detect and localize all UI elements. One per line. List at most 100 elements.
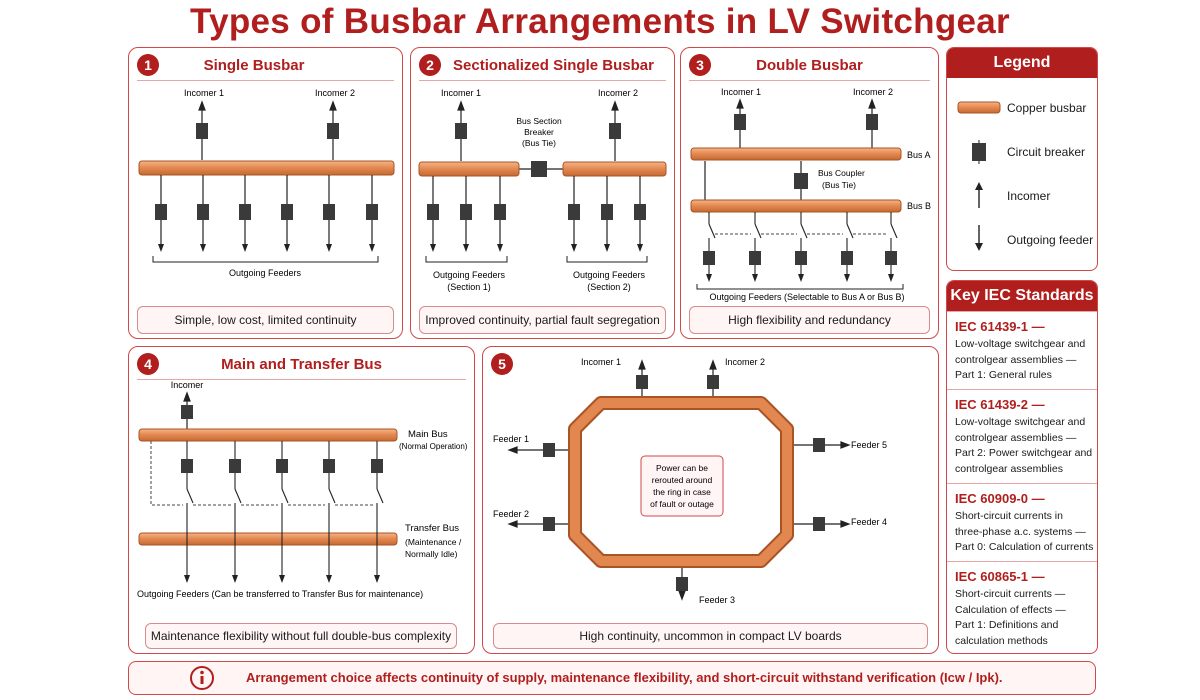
legend-label-feeder: Outgoing feeder [1007,233,1094,247]
reroute-note-box [640,455,724,517]
incomer-breaker-1 [455,123,467,139]
panel-divider [137,80,394,81]
feeder-breaker-2 [543,517,555,531]
copper-busbar-b [690,199,902,213]
label-transfer-bus: Transfer Bus [405,523,459,534]
label-normally-idle: Normally Idle) [405,549,458,559]
arrow-up-icon [975,182,983,208]
standard-line: Part 0: Calculation of currents [955,541,1094,553]
legend-title: Legend [947,48,1097,78]
panel-divider [419,80,666,81]
feeder-bracket [152,256,379,263]
copper-busbar-section-2 [562,161,667,177]
standard-line: Low-voltage switchgear and [955,338,1086,350]
label-feeders-section-1: Outgoing Feeders [433,270,506,280]
iec-standards: Key IEC Standards IEC 61439-1 — Low-volt… [946,280,1098,654]
panel-number: 1 [137,54,159,76]
panel-number: 5 [491,353,513,375]
arrow-down-icon [975,225,983,251]
standard-item: IEC 60865-1 — Short-circuit currents — C… [947,561,1097,649]
standard-item: IEC 60909-0 — Short-circuit currents in … [947,483,1097,556]
standard-line: Part 1: Definitions and [955,619,1059,631]
double-busbar-diagram: Incomer 1 Incomer 2 Bus A Bus Coupler (B… [690,87,931,302]
feeder-breaker-3 [676,577,688,591]
standard-line: Low-voltage switchgear and [955,416,1086,428]
label-selectable-feeders: Outgoing Feeders (Selectable to Bus A or… [709,292,904,302]
info-icon [190,666,214,690]
standard-code: IEC 60865-1 — [955,569,1045,584]
standard-item: IEC 61439-2 — Low-voltage switchgear and… [947,389,1097,477]
panel-caption: Simple, low cost, limited continuity [137,306,394,334]
label-incomer-2: Incomer 2 [853,87,893,97]
bus-coupler-breaker [794,173,808,189]
standard-line: three-phase a.c. systems — [955,525,1086,538]
standard-line: Part 2: Power switchgear and [955,447,1093,459]
incomer-breaker [181,405,193,419]
footer-banner: Arrangement choice affects continuity of… [128,661,1096,695]
panel-number: 3 [689,54,711,76]
feeder-breaker-4 [813,517,825,531]
label-bus-tie: (Bus Tie) [522,138,556,148]
standard-code: IEC 61439-1 — [955,319,1045,334]
incomer-breaker-1 [734,114,746,130]
label-incomer-1: Incomer 1 [441,88,481,98]
standard-line: calculation methods [955,634,1048,647]
feeder-breakers [155,204,378,220]
label-normal-operation: (Normal Operation) [399,442,468,451]
label-maintenance: (Maintenance / [405,537,462,547]
label-incomer-1: Incomer 1 [721,87,761,97]
label-incomer-1: Incomer 1 [184,88,224,98]
panel-caption: High continuity, uncommon in compact LV … [493,623,928,649]
standard-line: Short-circuit currents in [955,510,1063,522]
incomer-breaker-2 [707,375,719,389]
standard-line: controlgear assemblies — [955,353,1077,366]
panel-single-busbar: 1 Single Busbar Incomer 1 Incomer 2 Outg… [128,47,403,339]
panel-caption: Improved continuity, partial fault segre… [419,306,666,334]
label-outgoing-feeders: Outgoing Feeders [229,268,302,278]
incomer-breaker-2 [609,123,621,139]
circuit-breaker-icon [972,140,986,164]
legend: Legend Copper busbar Circuit breaker Inc… [946,47,1098,271]
panel-divider [137,379,466,380]
bus-tie-breaker [531,161,547,177]
panel-caption: Maintenance flexibility without full dou… [145,623,457,649]
label-feeder-2: Feeder 2 [493,509,529,519]
panel-title: Sectionalized Single Busbar [453,57,654,74]
sectionalized-busbar-diagram: Incomer 1 Incomer 2 Bus Section Breaker … [418,88,667,292]
label-bus-b: Bus B [907,201,931,211]
label-incomer-1: Incomer 1 [581,357,621,367]
label-incomer-2: Incomer 2 [598,88,638,98]
incomer-lines [198,100,337,160]
label-incomer: Incomer [171,380,204,390]
copper-busbar-icon [957,101,1001,114]
note-line: Power can be [656,463,708,473]
panel-ring-bus: 5 Incomer 1 Incomer 2 Feeder 1 Feeder 2 … [482,346,939,654]
label-feeder-4: Feeder 4 [851,517,887,527]
copper-ring-bus [570,398,792,566]
single-busbar-diagram: Incomer 1 Incomer 2 Outgoing Feeders [138,88,395,278]
label-feeder-3: Feeder 3 [699,595,735,605]
label-bus-coupler: Bus Coupler [818,168,865,178]
incomer-breaker-1 [636,375,648,389]
label-bus-section: Bus Section [516,116,562,126]
panel-number: 4 [137,353,159,375]
standard-line: controlgear assemblies — [955,431,1077,444]
label-bus-a: Bus A [907,150,931,160]
note-line: the ring in case [653,487,711,497]
standard-line: Part 1: General rules [955,369,1052,381]
copper-main-bus [138,428,398,442]
label-bus-coupler-tie: (Bus Tie) [822,180,856,190]
legend-label-busbar: Copper busbar [1007,101,1087,115]
label-incomer-2: Incomer 2 [725,357,765,367]
incomer-breaker-1 [196,123,208,139]
standard-code: IEC 60909-0 — [955,491,1045,506]
copper-busbar-section-1 [418,161,520,177]
copper-busbar-a [690,147,902,161]
incomer-breaker-2 [327,123,339,139]
feeder-breaker-5 [813,438,825,452]
footer-text: Arrangement choice affects continuity of… [246,670,1003,685]
label-incomer-2: Incomer 2 [315,88,355,98]
label-feeders-section-2: Outgoing Feeders [573,270,646,280]
panel-main-transfer-bus: 4 Main and Transfer Bus Incomer Main Bus… [128,346,475,654]
label-main-bus: Main Bus [408,429,448,440]
